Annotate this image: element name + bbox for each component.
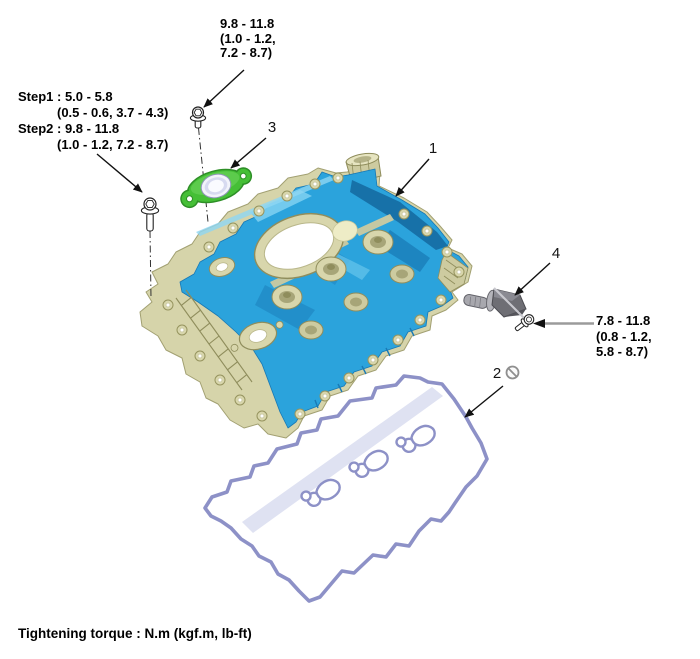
- cover-highlight-1: [250, 190, 312, 222]
- bolt-sensor-illustration: [514, 314, 535, 332]
- valve-cover-gasket-illustration: [203, 374, 489, 603]
- seal-gasket-illustration: [180, 167, 253, 209]
- flange-ribs: [175, 289, 253, 391]
- leader-arrowhead-sensor-torque: [533, 319, 545, 328]
- torque-line: (1.0 - 1.2,: [220, 30, 276, 46]
- sensor-bolt-axis-line: [493, 287, 525, 319]
- bolt-bosses: [162, 172, 465, 422]
- do-not-reuse-icon: [505, 365, 520, 380]
- plug-tube-seal: [300, 424, 436, 508]
- part-label-gasket: 2: [493, 365, 501, 382]
- torque-line: Step1 : 5.0 - 5.8: [18, 89, 113, 104]
- leader-arrow-part3: [230, 137, 267, 169]
- torque-line: 7.8 - 11.8: [596, 313, 651, 328]
- cover-edge-ribs: [314, 327, 415, 409]
- leader-arrow-part2: [464, 385, 504, 418]
- bolt-top-illustration: [189, 106, 207, 129]
- leader-arrow-part4: [514, 262, 551, 296]
- gasket-band: [242, 387, 443, 533]
- cover-highlight-rim: [196, 176, 334, 236]
- torque-line: Step2 : 9.8 - 11.8: [18, 121, 120, 136]
- valve-cover-illustration: [139, 152, 473, 439]
- torque-callout-sensor-bolt: 7.8 - 11.8 (0.8 - 1.2, 5.8 - 8.7): [596, 313, 652, 360]
- gasket-outline: [203, 374, 489, 603]
- cover-cap-disc: [332, 220, 358, 242]
- bolt-left-illustration: [140, 197, 160, 232]
- camshaft-sensor-illustration: [463, 287, 527, 319]
- leader-arrow-top-torque: [203, 69, 245, 108]
- torque-line: 7.2 - 8.7): [220, 45, 273, 60]
- torque-line: (0.8 - 1.2,: [596, 328, 652, 344]
- part-label-seal: 3: [268, 119, 276, 136]
- torque-line: (1.0 - 1.2, 7.2 - 8.7): [57, 137, 169, 152]
- leader-arrow-step-torque: [96, 153, 143, 193]
- part-label-sensor: 4: [552, 245, 560, 262]
- mounting-pad: [208, 257, 236, 277]
- coil-towers: [271, 229, 415, 340]
- cover-top-surface: [179, 168, 469, 429]
- leader-arrow-part1: [395, 158, 430, 197]
- breather-opening: [230, 320, 284, 352]
- leader-arrows: [96, 69, 551, 418]
- torque-line: 9.8 - 11.8: [220, 16, 275, 31]
- tightening-torque-note: Tightening torque : N.m (kgf.m, lb-ft): [18, 626, 252, 641]
- torque-line: (0.5 - 0.6, 3.7 - 4.3): [57, 105, 169, 120]
- torque-callout-cover-bolts: Step1 : 5.0 - 5.8 (0.5 - 0.6, 3.7 - 4.3)…: [18, 89, 168, 153]
- torque-callout-top-bolt: 9.8 - 11.8 (1.0 - 1.2, 7.2 - 8.7): [220, 16, 276, 61]
- part-label-cover: 1: [429, 140, 437, 157]
- torque-line: 5.8 - 8.7): [596, 344, 649, 359]
